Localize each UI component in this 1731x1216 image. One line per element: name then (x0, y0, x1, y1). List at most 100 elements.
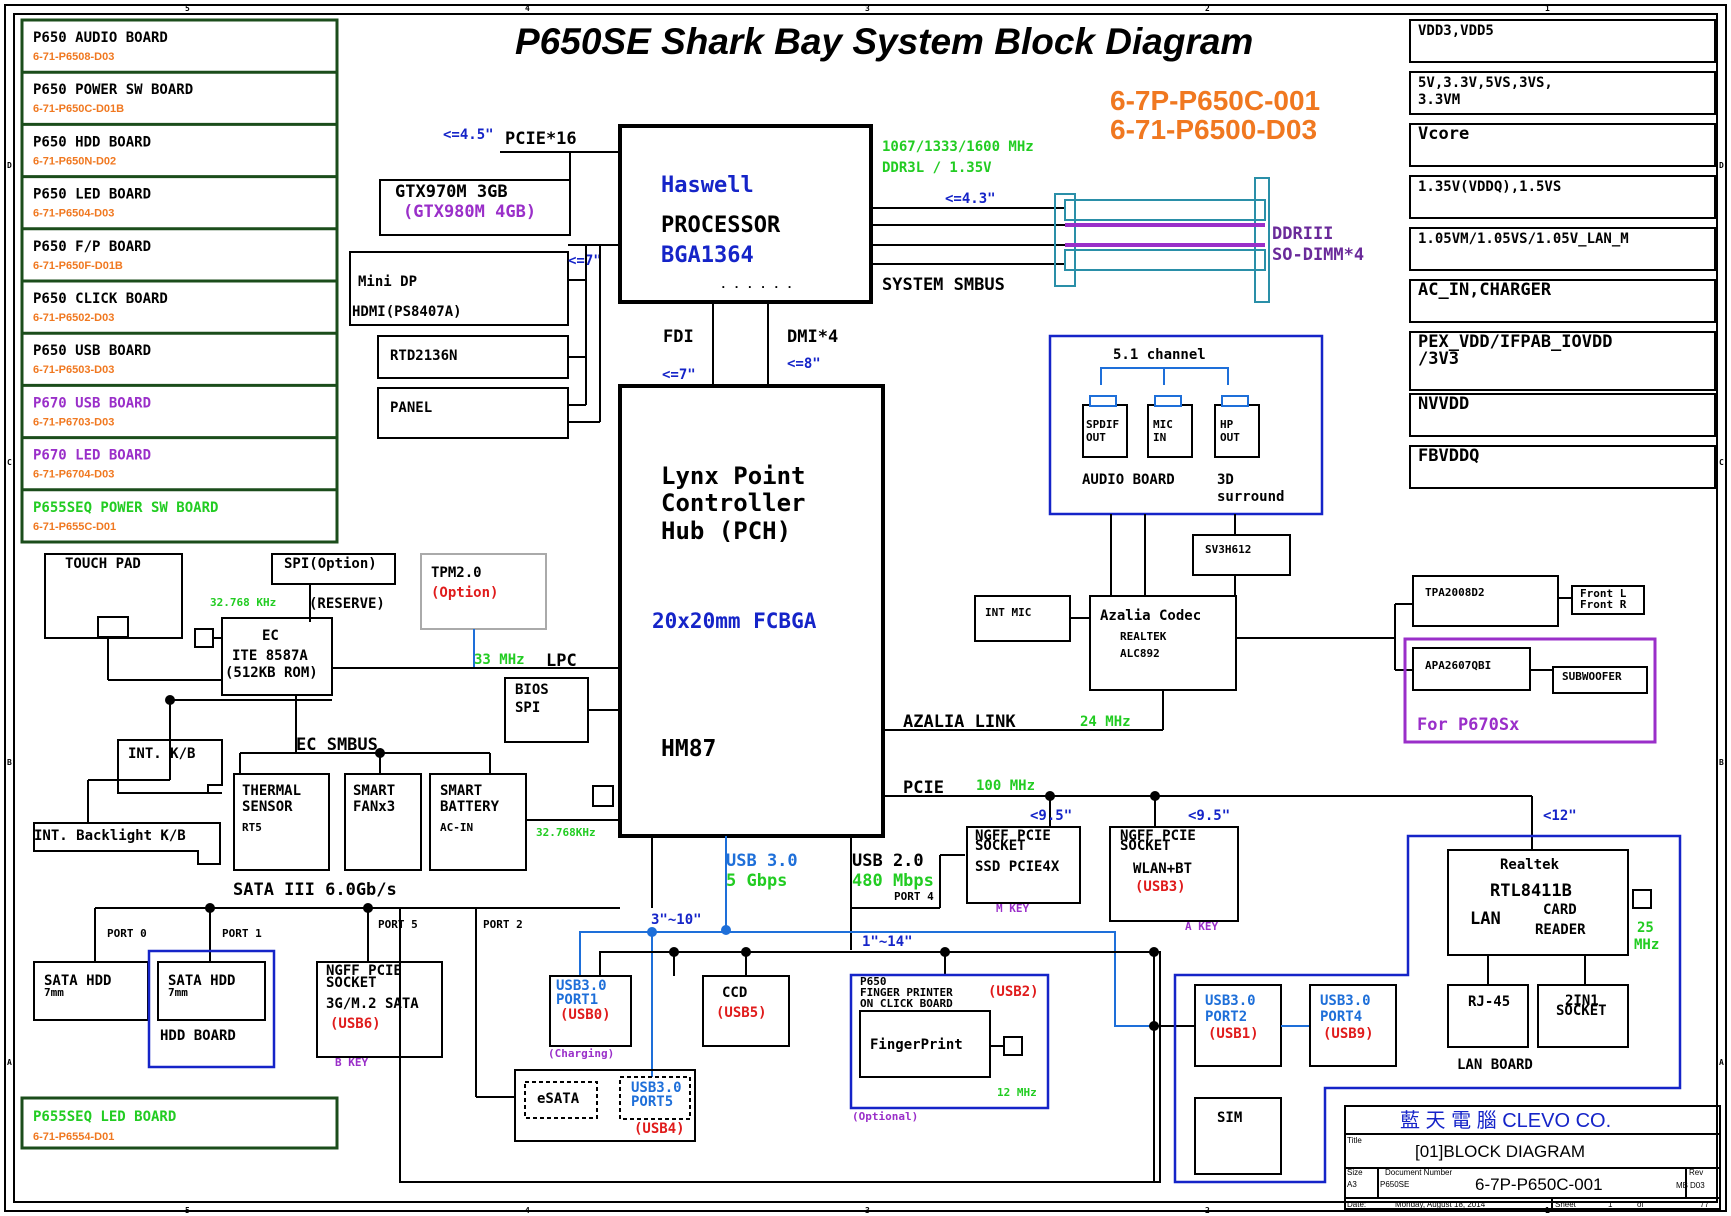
power-rail: FBVDDQ (1418, 446, 1479, 466)
wlan-l1: NGFF PCIE (1120, 828, 1196, 844)
backlight-label: INT. Backlight K/B (34, 828, 186, 844)
ec-device-l1: THERMAL (242, 783, 301, 799)
azalia-freq: 24 MHz (1080, 714, 1131, 730)
title-block (1344, 1105, 1721, 1210)
usb-port1-l3: (USB0) (560, 1007, 611, 1023)
bios-l1: BIOS (515, 682, 549, 698)
hdd-board-frame (147, 949, 276, 1069)
minidp-hdmi-box (349, 251, 569, 326)
rtd-label: RTD2136N (390, 348, 457, 364)
border-col: 5 (185, 1206, 190, 1215)
hdd1-mm: 7mm (168, 986, 188, 999)
pcie-len2: <9.5" (1188, 808, 1230, 824)
rev-val: D03 (1690, 1181, 1705, 1190)
wlan-l2: SOCKET (1120, 838, 1171, 854)
border-row: C (1719, 458, 1724, 467)
esata-combo-box (514, 1069, 696, 1142)
fdi-label: FDI (663, 327, 694, 347)
ssd-l2: SOCKET (975, 838, 1026, 854)
front-l: Front L (1580, 587, 1627, 600)
pch-box (618, 384, 885, 838)
board-name: P650 LED BOARD (33, 187, 151, 203)
rtl-freq1: 25 (1637, 920, 1654, 936)
part-number-1: 6-7P-P650C-001 (1110, 85, 1320, 116)
ccd-label: CCD (722, 985, 747, 1001)
board-code: 6-71-P650N-D02 (33, 155, 116, 167)
pch-line3: Hub (PCH) (661, 517, 791, 545)
system-smbus-label: SYSTEM SMBUS (882, 275, 1005, 295)
pcie16-length: <=4.5" (443, 127, 494, 143)
border-col: 3 (865, 4, 870, 13)
usb2-label: USB 2.0 (852, 851, 924, 871)
ngff3g-key: B KEY (335, 1056, 368, 1069)
border-row: A (1719, 1058, 1724, 1067)
cpu-label: PROCESSOR (661, 213, 781, 238)
ec-device-l2: SENSOR (242, 799, 293, 815)
panel-box (377, 387, 569, 439)
border-col: 1 (1545, 1206, 1550, 1215)
thermal-sensor-box (233, 773, 330, 871)
smart-battery-box (429, 773, 527, 871)
sv3h612-label: SV3H612 (1205, 543, 1251, 556)
date-val: Monday, August 18, 2014 (1395, 1200, 1486, 1209)
total-val: 77 (1700, 1200, 1709, 1209)
border-row: D (1719, 161, 1724, 170)
diagram-title: P650SE Shark Bay System Block Diagram (515, 21, 1253, 62)
ngff3g-l1: NGFF PCIE (326, 963, 402, 979)
board-name: P650 HDD BOARD (33, 134, 151, 150)
finger-l3: ON CLICK BOARD (860, 997, 953, 1010)
board-code: 6-71-P650F-D01B (33, 260, 123, 272)
tpm-l2: (Option) (431, 585, 498, 601)
date-lbl: Date: (1347, 1200, 1366, 1209)
gpu-box (379, 179, 571, 236)
sata-port1: PORT 1 (222, 927, 262, 940)
ec-l3: (512KB ROM) (225, 665, 318, 681)
bios-l2: SPI (515, 700, 540, 716)
rtl-freq2: MHz (1634, 937, 1659, 953)
ngff-wlan-box (1109, 826, 1239, 922)
ec-device-l3: RT5 (242, 821, 262, 834)
audio-channel: 5.1 channel (1113, 347, 1206, 363)
power-rail: 1.05VM/1.05VS/1.05V_LAN_M (1418, 231, 1629, 247)
rtl-card: CARD (1543, 902, 1577, 918)
pcie-len3: <12" (1543, 808, 1577, 824)
subwoofer-box (1552, 666, 1648, 694)
ec-smbus-label: EC SMBUS (296, 735, 378, 755)
cpu-box (618, 124, 873, 304)
panel-label: PANEL (390, 400, 432, 416)
lpc-label: LPC (546, 651, 577, 671)
pcie-len1: <9.5" (1030, 808, 1072, 824)
pch-package: 20x20mm FCBGA (652, 609, 817, 633)
usb-port4-l2: PORT4 (1320, 1009, 1362, 1025)
finger-l1: P650 (860, 975, 887, 988)
pcie16-label: PCIE*16 (505, 129, 577, 149)
codec-l3: ALC892 (1120, 647, 1160, 660)
rj45-box (1447, 984, 1529, 1048)
usb2-speed: 480 Mbps (852, 871, 934, 891)
board-code: 6-71-P6503-D03 (33, 364, 114, 376)
board-name: P670 USB BOARD (33, 395, 151, 411)
ngff-ssd-box (966, 826, 1081, 904)
frame-inner (13, 13, 1718, 1203)
sata-port0: PORT 0 (107, 927, 147, 940)
docnum-lbl: Document Number (1385, 1168, 1452, 1177)
surround-l2: surround (1217, 489, 1284, 505)
border-row: D (7, 161, 12, 170)
ec-l1: EC (262, 628, 279, 644)
dimm-count: SO-DIMM*4 (1272, 245, 1364, 265)
border-col: 5 (185, 4, 190, 13)
part-number-2: 6-71-P6500-D03 (1110, 114, 1317, 145)
usb-port4-l3: (USB9) (1323, 1026, 1374, 1042)
dmi-length: <=8" (787, 356, 821, 372)
mb-val: MB (1676, 1181, 1688, 1190)
usb2-port: PORT 4 (894, 890, 934, 903)
gpu-alt: (GTX980M 4GB) (403, 202, 536, 222)
ccd-box (702, 975, 790, 1047)
dmi-label: DMI*4 (787, 327, 838, 347)
tpm-l1: TPM2.0 (431, 565, 482, 581)
ccd-usb: (USB5) (716, 1005, 767, 1021)
power-rail: 1.35V(VDDQ),1.5VS (1418, 179, 1561, 195)
ec-device-l2: FANx3 (353, 799, 395, 815)
intkb-label: INT. K/B (128, 746, 195, 762)
